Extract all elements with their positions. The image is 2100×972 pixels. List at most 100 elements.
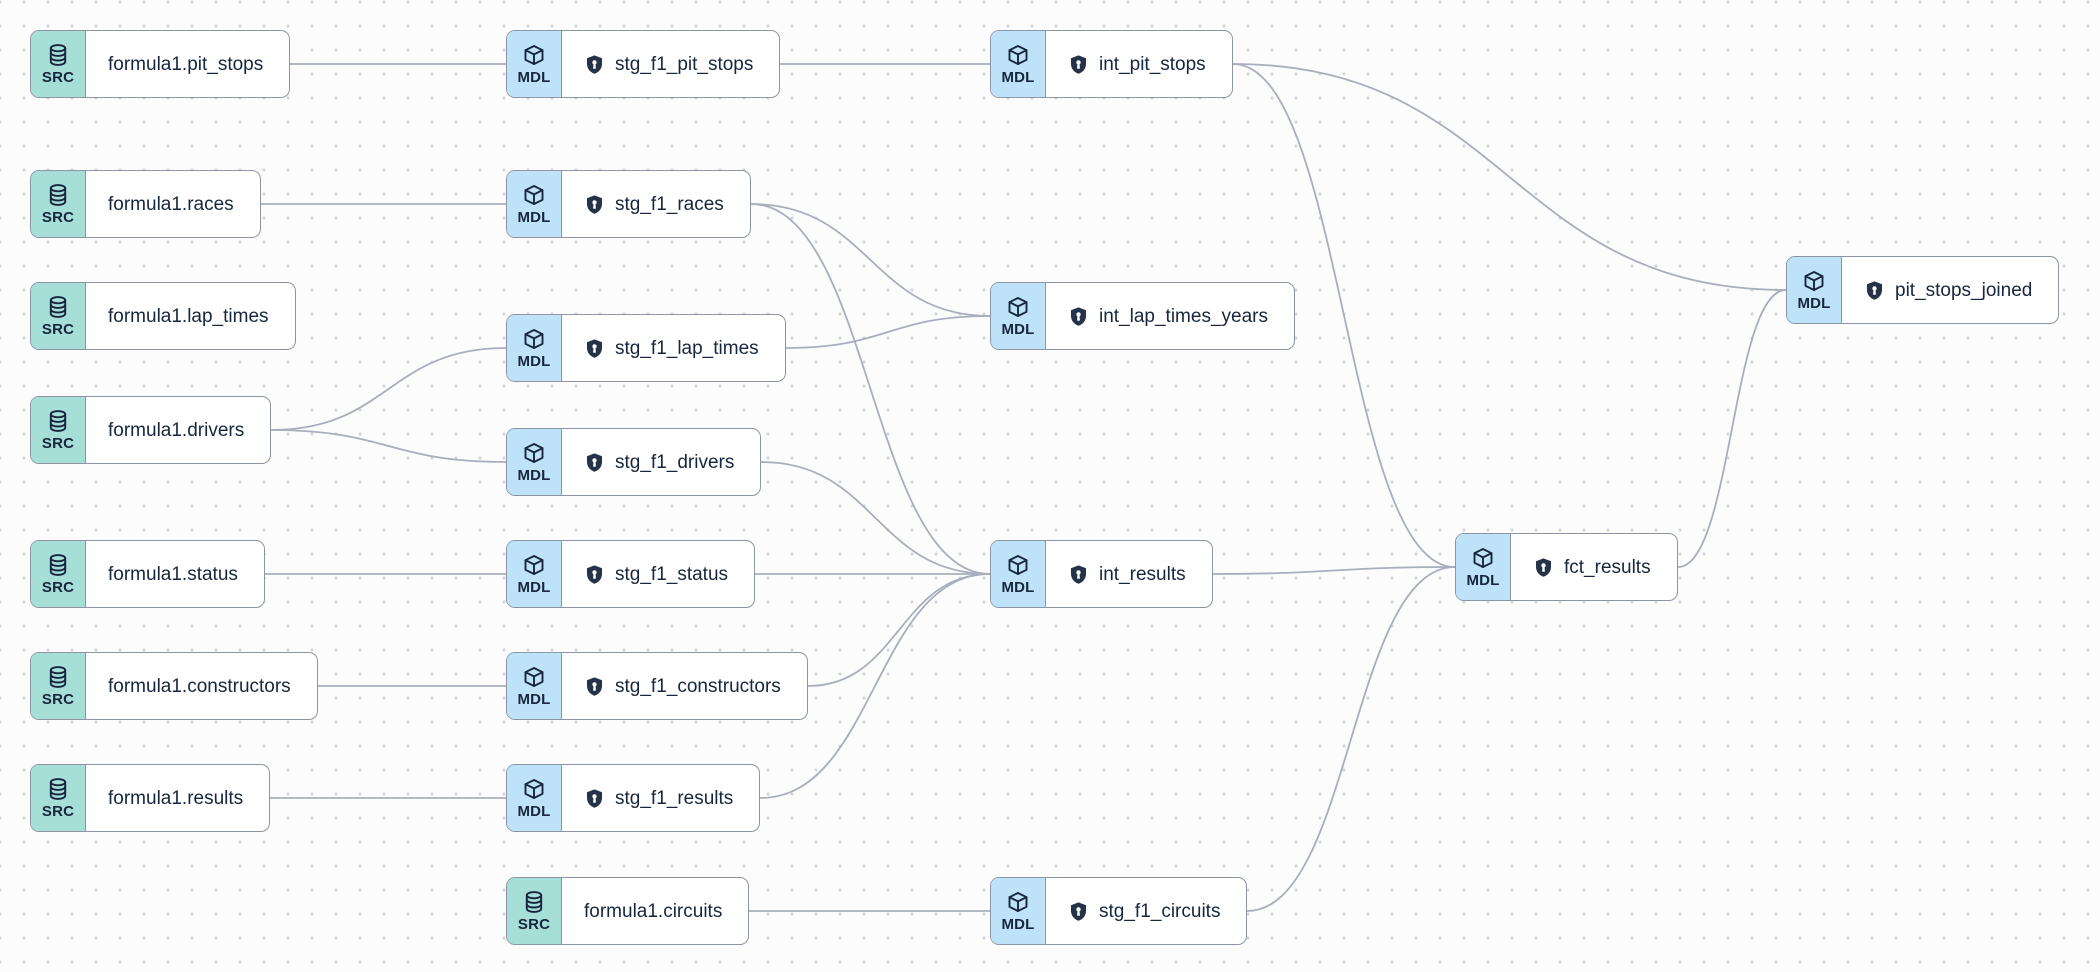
- node-stg_f1_races[interactable]: MDL stg_f1_races: [506, 170, 751, 238]
- node-type-badge: MDL: [507, 171, 562, 237]
- shield-lock-icon: [584, 338, 605, 359]
- node-int_pit_stops[interactable]: MDL int_pit_stops: [990, 30, 1233, 98]
- node-int_lap_times_years[interactable]: MDL int_lap_times_years: [990, 282, 1295, 350]
- node-body: fct_results: [1511, 534, 1677, 600]
- cube-icon: [522, 777, 546, 801]
- edge-fct_results-to-pit_stops_joined: [1677, 289, 1787, 568]
- node-type-label: MDL: [517, 691, 551, 708]
- node-type-badge: MDL: [991, 878, 1046, 944]
- node-stg_f1_results[interactable]: MDL stg_f1_results: [506, 764, 761, 832]
- database-icon: [46, 665, 70, 689]
- node-type-label: SRC: [517, 916, 551, 933]
- node-type-badge: MDL: [1787, 257, 1842, 323]
- node-body: pit_stops_joined: [1842, 257, 2058, 323]
- node-body: stg_f1_pit_stops: [562, 31, 779, 97]
- node-body: formula1.lap_times: [86, 283, 295, 349]
- node-type-badge: MDL: [507, 541, 562, 607]
- node-body: formula1.pit_stops: [86, 31, 289, 97]
- edge-int_results-to-fct_results: [1212, 566, 1456, 575]
- node-formula1.status[interactable]: SRC formula1.status: [30, 540, 265, 608]
- node-label: stg_f1_pit_stops: [615, 53, 754, 75]
- shield-lock-icon: [1068, 564, 1089, 585]
- edge-stg_f1_circuits-to-fct_results: [1246, 566, 1456, 912]
- node-body: int_lap_times_years: [1046, 283, 1294, 349]
- node-type-label: SRC: [41, 803, 75, 820]
- edge-stg_f1_drivers-to-int_results: [760, 461, 991, 575]
- shield-lock-icon: [1068, 901, 1089, 922]
- node-body: formula1.results: [86, 765, 269, 831]
- node-type-badge: SRC: [31, 171, 86, 237]
- node-body: formula1.circuits: [562, 878, 748, 944]
- node-label: formula1.circuits: [584, 900, 723, 922]
- node-type-badge: MDL: [1456, 534, 1511, 600]
- node-stg_f1_lap_times[interactable]: MDL stg_f1_lap_times: [506, 314, 786, 382]
- node-type-label: SRC: [41, 579, 75, 596]
- edge-stg_f1_constructors-to-int_results: [807, 573, 991, 687]
- node-stg_f1_drivers[interactable]: MDL stg_f1_drivers: [506, 428, 762, 496]
- cube-icon: [1006, 553, 1030, 577]
- node-body: stg_f1_status: [562, 541, 754, 607]
- node-type-badge: MDL: [991, 283, 1046, 349]
- cube-icon: [522, 441, 546, 465]
- cube-icon: [1006, 890, 1030, 914]
- node-label: stg_f1_circuits: [1099, 900, 1221, 922]
- node-body: formula1.races: [86, 171, 260, 237]
- node-type-badge: MDL: [507, 31, 562, 97]
- node-stg_f1_constructors[interactable]: MDL stg_f1_constructors: [506, 652, 808, 720]
- node-label: int_results: [1099, 563, 1186, 585]
- node-stg_f1_pit_stops[interactable]: MDL stg_f1_pit_stops: [506, 30, 781, 98]
- shield-lock-icon: [1068, 306, 1089, 327]
- node-type-badge: SRC: [507, 878, 562, 944]
- node-type-label: MDL: [517, 209, 551, 226]
- edge-stg_f1_races-to-int_lap_times_years: [750, 203, 991, 317]
- node-body: stg_f1_results: [562, 765, 759, 831]
- node-formula1.constructors[interactable]: SRC formula1.constructors: [30, 652, 318, 720]
- node-stg_f1_status[interactable]: MDL stg_f1_status: [506, 540, 756, 608]
- node-label: formula1.races: [108, 193, 234, 215]
- node-formula1.lap_times[interactable]: SRC formula1.lap_times: [30, 282, 296, 350]
- node-formula1.circuits[interactable]: SRC formula1.circuits: [506, 877, 750, 945]
- node-type-label: MDL: [1001, 69, 1035, 86]
- node-body: formula1.constructors: [86, 653, 317, 719]
- node-fct_results[interactable]: MDL fct_results: [1455, 533, 1678, 601]
- node-stg_f1_circuits[interactable]: MDL stg_f1_circuits: [990, 877, 1248, 945]
- edge-int_pit_stops-to-pit_stops_joined: [1232, 63, 1787, 291]
- node-type-badge: MDL: [991, 541, 1046, 607]
- edge-src_drivers-to-stg_f1_drivers: [270, 429, 507, 463]
- cube-icon: [1471, 546, 1495, 570]
- cube-icon: [522, 553, 546, 577]
- node-body: int_results: [1046, 541, 1212, 607]
- node-pit_stops_joined[interactable]: MDL pit_stops_joined: [1786, 256, 2060, 324]
- node-body: formula1.drivers: [86, 397, 270, 463]
- database-icon: [46, 295, 70, 319]
- shield-lock-icon: [584, 194, 605, 215]
- shield-lock-icon: [584, 564, 605, 585]
- cube-icon: [1802, 269, 1826, 293]
- node-body: stg_f1_circuits: [1046, 878, 1246, 944]
- node-label: formula1.results: [108, 787, 244, 809]
- node-type-label: SRC: [41, 209, 75, 226]
- node-formula1.drivers[interactable]: SRC formula1.drivers: [30, 396, 272, 464]
- node-label: stg_f1_constructors: [615, 675, 781, 697]
- node-type-badge: MDL: [507, 429, 562, 495]
- node-formula1.pit_stops[interactable]: SRC formula1.pit_stops: [30, 30, 291, 98]
- node-type-badge: SRC: [31, 397, 86, 463]
- node-label: formula1.status: [108, 563, 238, 585]
- node-type-badge: MDL: [507, 315, 562, 381]
- node-type-label: MDL: [517, 803, 551, 820]
- node-type-label: MDL: [1797, 295, 1831, 312]
- node-type-label: MDL: [517, 69, 551, 86]
- node-formula1.results[interactable]: SRC formula1.results: [30, 764, 271, 832]
- edge-stg_f1_lap_times-to-int_lap_times_years: [785, 315, 991, 349]
- cube-icon: [522, 183, 546, 207]
- node-type-badge: MDL: [507, 765, 562, 831]
- shield-lock-icon: [1533, 557, 1554, 578]
- shield-lock-icon: [1864, 280, 1885, 301]
- node-type-label: MDL: [517, 579, 551, 596]
- node-int_results[interactable]: MDL int_results: [990, 540, 1213, 608]
- shield-lock-icon: [584, 676, 605, 697]
- node-formula1.races[interactable]: SRC formula1.races: [30, 170, 261, 238]
- node-body: stg_f1_races: [562, 171, 750, 237]
